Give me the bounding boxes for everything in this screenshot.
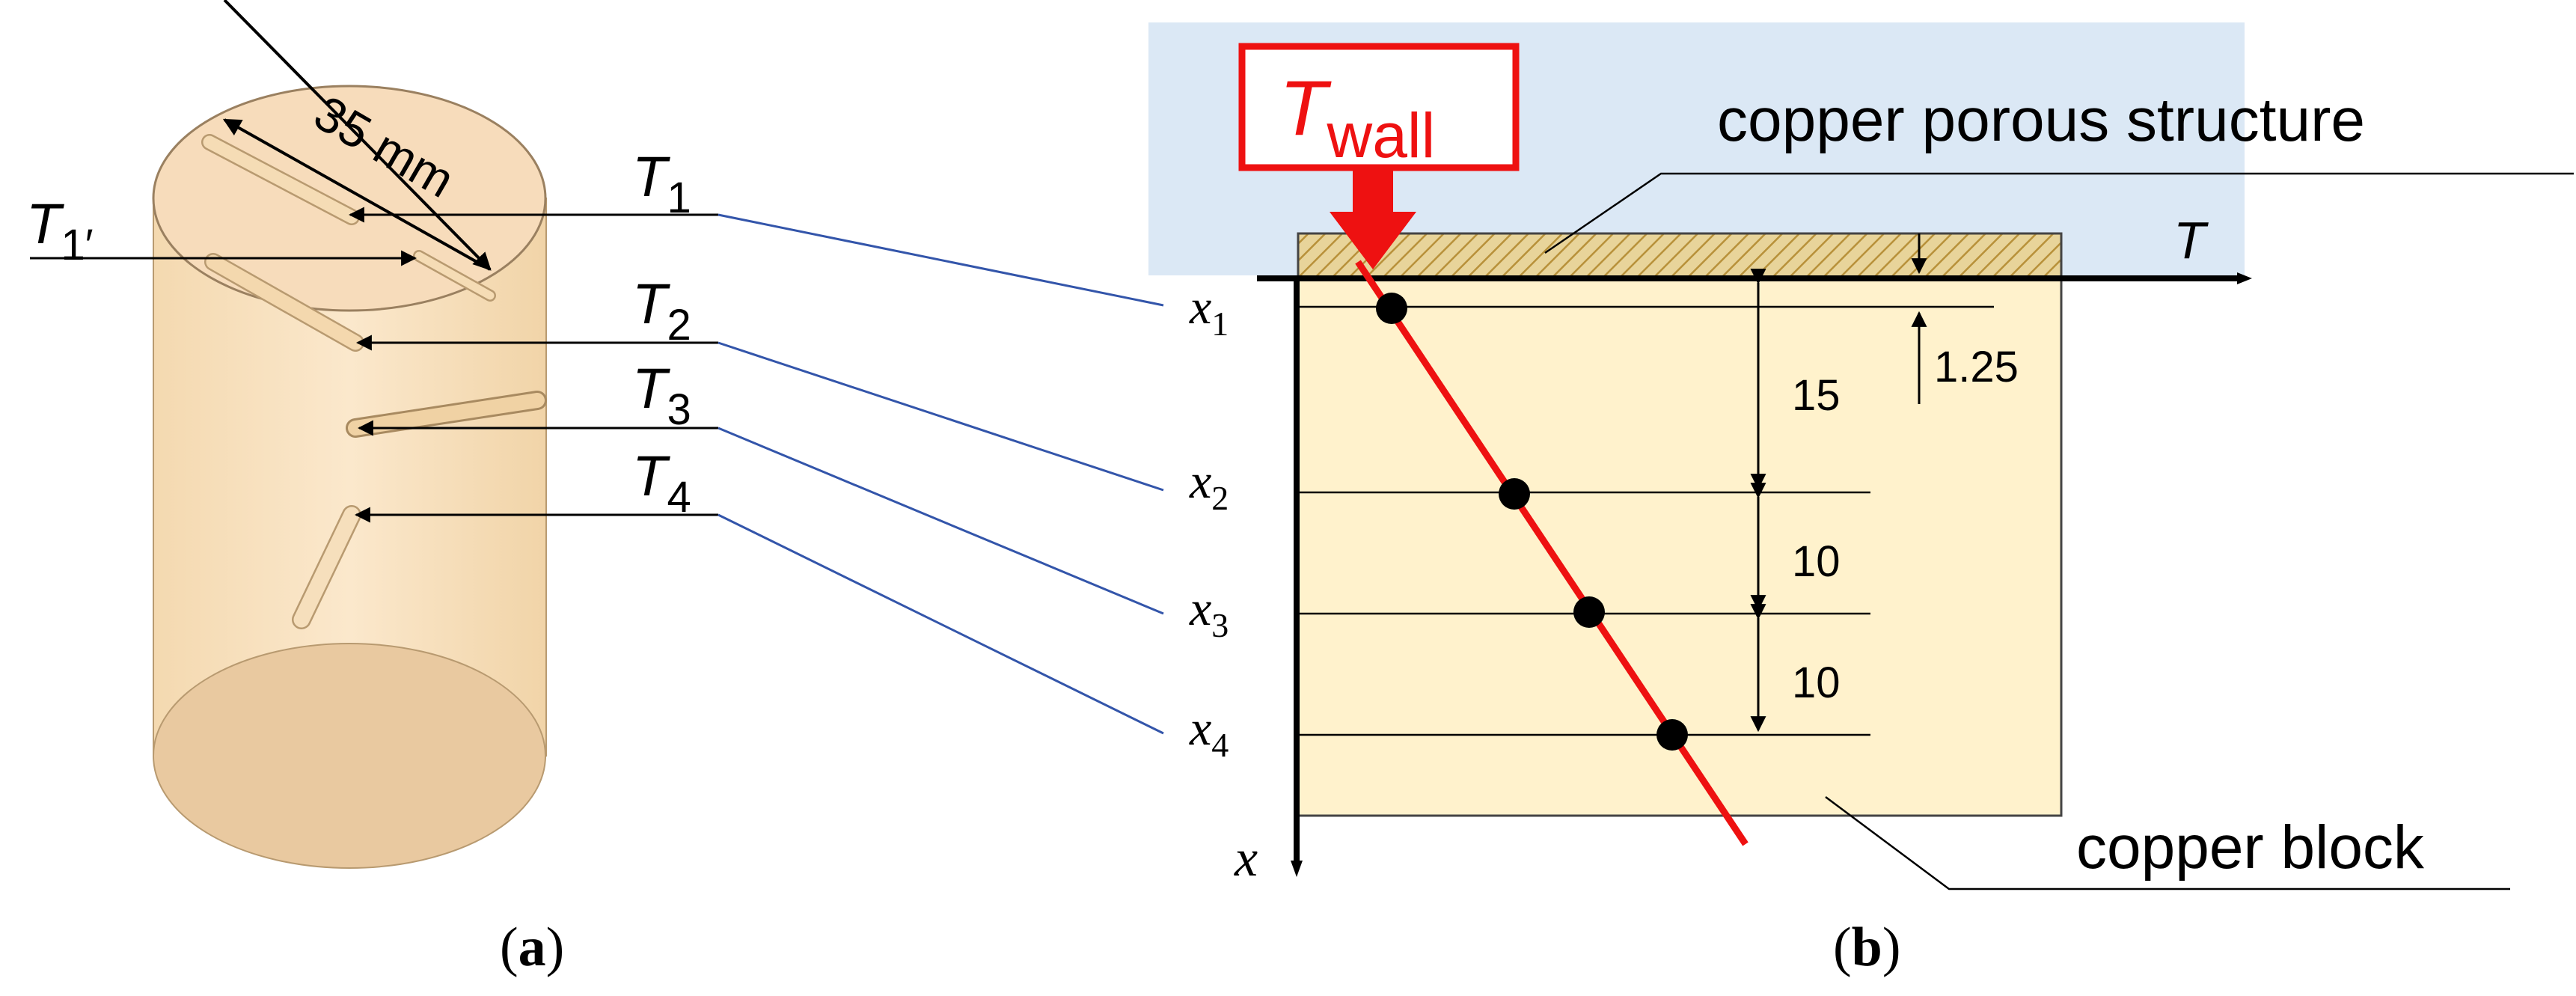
panel-b: T x x1 x2 x3 x4 — [1148, 22, 2574, 978]
diameter-dimension-line — [223, 0, 492, 271]
cylinder-top — [152, 85, 547, 312]
t2-label: T2 — [632, 272, 691, 349]
caption-a: (a) — [500, 917, 564, 978]
t3-label: T3 — [632, 357, 691, 434]
panel-a: 35 mm T1′ T1 T2 T3 T4 (a) — [26, 0, 718, 978]
copper-block-label: copper block — [2076, 813, 2425, 882]
t1prime-label: T1′ — [26, 192, 94, 269]
cylinder-bottom — [153, 643, 546, 869]
dim-15: 15 — [1792, 371, 1841, 420]
x1-label: x1 — [1189, 280, 1229, 343]
dim-10-a: 10 — [1792, 537, 1841, 586]
twall-box — [1238, 43, 1520, 171]
block-leader — [1825, 795, 2510, 890]
dim-10-b: 10 — [1792, 659, 1841, 707]
t4-label: T4 — [632, 444, 691, 522]
t1-label: T1 — [632, 145, 691, 222]
leader-lines — [718, 213, 1164, 735]
t-axis-label: T — [2173, 211, 2209, 269]
caption-b: (b) — [1833, 917, 1900, 978]
x4-label: x4 — [1189, 701, 1229, 764]
thermocouple-rods — [201, 134, 547, 629]
twall-arrow — [1330, 171, 1416, 269]
twall-label: Twall — [1279, 65, 1435, 171]
x-axis-label: x — [1234, 830, 1258, 887]
dim-1-25: 1.25 — [1934, 343, 2019, 391]
porous-structure-label: copper porous structure — [1717, 86, 2365, 154]
x2-label: x2 — [1189, 454, 1229, 517]
porous-leader — [1544, 172, 2574, 254]
measurement-points — [1376, 293, 1688, 751]
dimension-arrows — [1750, 233, 1927, 733]
porous-layer — [1297, 232, 2063, 278]
x3-label: x3 — [1189, 581, 1229, 644]
